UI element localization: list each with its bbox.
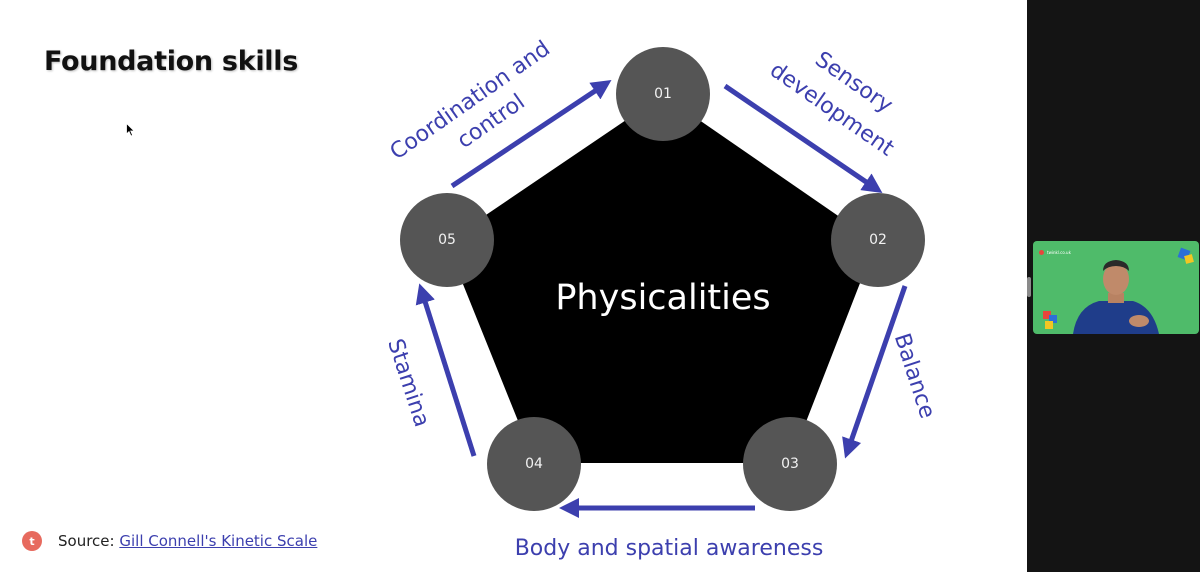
node-01: 01 [616,47,710,141]
arrow-02-to-03 [842,285,908,459]
node-05-label: 05 [438,232,456,248]
tile-logo-icon [1039,250,1044,255]
arrow-05-to-01 [450,80,612,189]
label-stamina: Stamina [382,336,434,430]
participant-video-tile[interactable]: twinkl.co.uk [1033,241,1199,334]
node-03: 03 [743,417,837,511]
brand-logo-icon: t [22,531,42,551]
node-05: 05 [400,193,494,287]
arrow-01-to-02 [723,83,883,194]
label-body-spatial: Body and spatial awareness [515,536,824,561]
sidebar-resize-handle[interactable] [1027,277,1031,297]
participant-name-tag: twinkl.co.uk [1039,250,1071,255]
center-pentagon [446,95,876,463]
source-link[interactable]: Gill Connell's Kinetic Scale [119,532,318,550]
node-04-label: 04 [525,456,543,472]
arrow-04-to-05 [415,283,477,457]
source-prefix: Source [58,532,110,550]
node-04: 04 [487,417,581,511]
source-citation: t Source : Gill Connell's Kinetic Scale [22,531,317,551]
source-separator: : [109,532,120,550]
center-label: Physicalities [555,278,770,318]
speaker-video-feed [1043,247,1194,334]
label-balance: Balance [889,330,940,421]
participant-name: twinkl.co.uk [1047,250,1071,255]
physicalities-diagram: Physicalities Coordination and control S… [382,36,940,561]
node-02-label: 02 [869,232,887,248]
node-02: 02 [831,193,925,287]
slide-title: Foundation skills [44,46,298,77]
mouse-cursor-icon [126,123,136,137]
node-01-label: 01 [654,86,672,102]
presentation-slide: Foundation skills Physicalities Coordina… [0,0,1027,572]
node-03-label: 03 [781,456,799,472]
